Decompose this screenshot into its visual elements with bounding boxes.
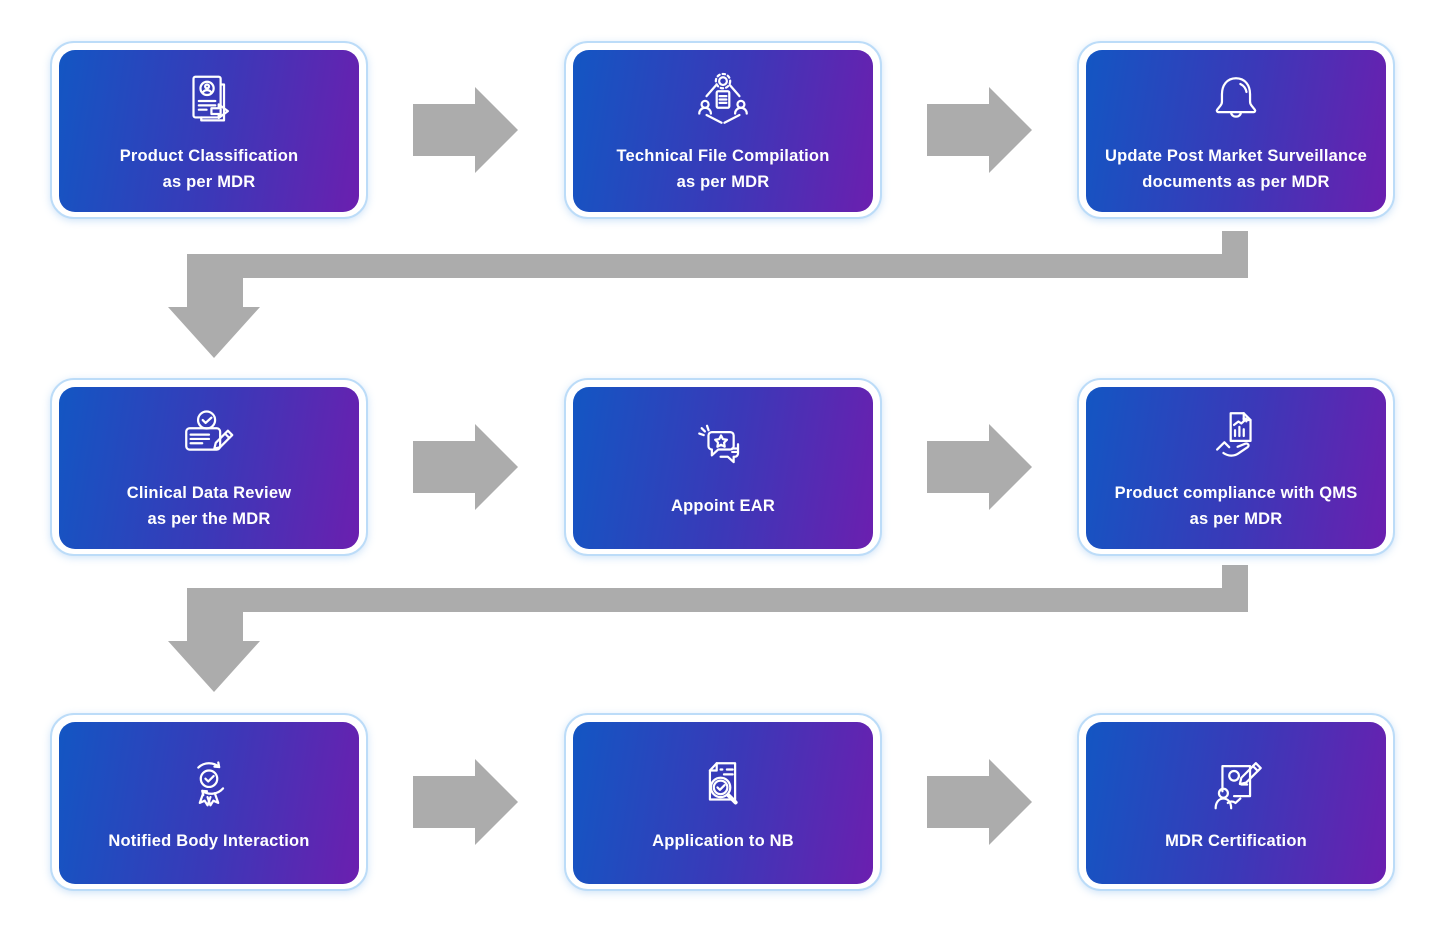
arrow-step4-step5 [413,424,518,510]
step-label: Product compliance with QMS as per MDR [1114,484,1358,528]
team-gear-document-icon [692,69,754,131]
bell-icon [1205,69,1267,131]
award-check-ribbon-icon [178,754,240,816]
step-label: Update Post Market Surveillance document… [1104,147,1368,191]
hand-chart-document-icon-wrap: Product compliance with QMS as per MDR [1086,387,1386,549]
step-card-8: Application to NB [564,713,882,891]
step-card-5: Appoint EAR [564,378,882,556]
step-card-4: Clinical Data Review as per the MDR [50,378,368,556]
arrow-step7-step8 [413,759,518,845]
step-card-7-body: Notified Body Interaction [59,722,359,884]
chat-star-icon [692,419,754,481]
step-label: MDR Certification [1165,832,1307,850]
connector-step3-step4 [168,231,1248,358]
step-card-3-body: Update Post Market Surveillance document… [1086,50,1386,212]
step-label: Technical File Compilation as per MDR [616,147,830,191]
arrow-step8-step9 [927,759,1032,845]
step-card-6: Product compliance with QMS as per MDR [1077,378,1395,556]
step-card-7: Notified Body Interaction [50,713,368,891]
step-card-9: MDR Certification [1077,713,1395,891]
step-card-9-body: MDR Certification [1086,722,1386,884]
document-user-arrow-icon [178,69,240,131]
step-card-1: Product Classification as per MDR [50,41,368,219]
arrow-step1-step2 [413,87,518,173]
step-label: Appoint EAR [671,497,775,515]
step-card-4-body: Clinical Data Review as per the MDR [59,387,359,549]
step-label: Product Classification as per MDR [119,147,299,191]
arrow-step5-step6 [927,424,1032,510]
step-card-2: Technical File Compilation as per MDR [564,41,882,219]
step-card-1-body: Product Classification as per MDR [59,50,359,212]
connector-step6-step7 [168,565,1248,692]
step-card-8-body: Application to NB [573,722,873,884]
step-card-3: Update Post Market Surveillance document… [1077,41,1395,219]
step-label: Notified Body Interaction [108,832,310,850]
step-card-2-body: Technical File Compilation as per MDR [573,50,873,212]
hand-chart-document-icon [1205,406,1267,468]
document-magnifier-check-icon [692,754,754,816]
step-card-5-body: Appoint EAR [573,387,873,549]
step-label: Clinical Data Review as per the MDR [126,484,292,528]
arrow-step2-step3 [927,87,1032,173]
step-label: Application to NB [652,832,794,850]
person-board-pencil-icon [1205,754,1267,816]
document-check-pencil-icon [178,406,240,468]
